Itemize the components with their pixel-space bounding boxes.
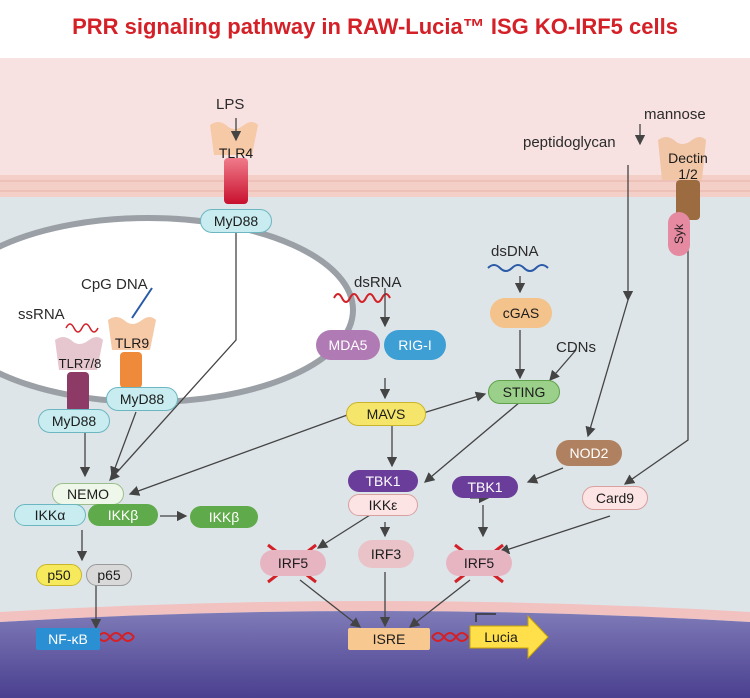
page-title: PRR signaling pathway in RAW-Lucia™ ISG … [72, 14, 678, 39]
signal-arrows [76, 118, 689, 630]
tlr4-label: TLR4 [218, 145, 254, 161]
membrane-beads [0, 180, 750, 192]
lucia-label: Lucia [484, 629, 518, 645]
ikkb-node: IKKβ [88, 504, 158, 526]
dsdna-strand [487, 264, 549, 272]
mavs-node: MAVS [346, 402, 426, 426]
tbk1-right-node: TBK1 [452, 476, 518, 498]
mda5-node: MDA5 [316, 330, 380, 360]
lps-label: LPS [216, 96, 245, 113]
card9-node: Card9 [582, 486, 648, 510]
lucia-arrow [469, 614, 549, 660]
myd88-right-node: MyD88 [106, 387, 178, 411]
irf5-left-node: IRF5 [260, 550, 326, 576]
dectin-receptor [658, 137, 706, 220]
irf3-node: IRF3 [358, 540, 414, 568]
tlr78-label: TLR7/8 [58, 355, 102, 371]
syk-node: Syk [668, 212, 690, 256]
sting-node: STING [488, 380, 560, 404]
ikke-node: IKKε [348, 494, 418, 516]
ssrna-label: ssRNA [18, 306, 65, 323]
myd88-left-node: MyD88 [38, 409, 110, 433]
dsdna-label: dsDNA [491, 243, 539, 260]
cgas-node: cGAS [490, 298, 552, 328]
cpg-strand [131, 287, 153, 319]
isre-node: ISRE [348, 628, 430, 650]
irf5-right-node: IRF5 [446, 550, 512, 576]
p50-node: p50 [36, 564, 82, 586]
nemo-node: NEMO [52, 483, 124, 505]
mannose-label: mannose [644, 106, 706, 123]
dsrna-strand [333, 293, 391, 303]
cdns-label: CDNs [556, 339, 596, 356]
syk-label: Syk [672, 223, 686, 244]
isre-reporter-helix [431, 632, 469, 642]
nfkb-node: NF-κB [36, 628, 100, 650]
nuclear-membrane [0, 601, 750, 622]
rigi-node: RIG-I [384, 330, 446, 360]
peptidoglycan-label: peptidoglycan [523, 134, 616, 151]
tlr9-label: TLR9 [114, 335, 150, 351]
myd88-top-node: MyD88 [200, 209, 272, 233]
tlr9-receptor [108, 317, 156, 388]
nucleus [0, 611, 750, 698]
dectin-label: Dectin 1/2 [668, 150, 708, 182]
tlr78-receptor [55, 337, 103, 412]
ssrna-strand [65, 323, 99, 333]
cpg-dna-label: CpG DNA [81, 276, 148, 293]
tbk1-center-node: TBK1 [348, 470, 418, 492]
transcription-start-arrow [475, 613, 496, 622]
nod2-node: NOD2 [556, 440, 622, 466]
plasma-membrane [0, 175, 750, 197]
ikka-node: IKKα [14, 504, 86, 526]
ikkb2-node: IKKβ [190, 506, 258, 528]
p65-node: p65 [86, 564, 132, 586]
nfkb-reporter-helix [97, 632, 135, 642]
dsrna-label: dsRNA [354, 274, 402, 291]
